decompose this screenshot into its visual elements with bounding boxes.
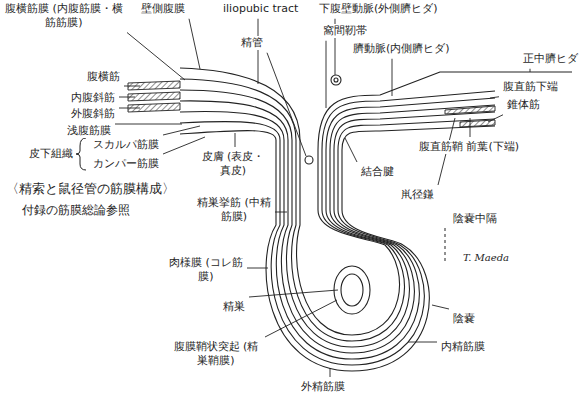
- part-label: 錐体筋: [506, 98, 541, 112]
- fascia-layer: [180, 126, 495, 371]
- fascia-layer: [180, 101, 495, 353]
- part-label: 腹直筋下端: [502, 80, 559, 94]
- leader-line: [267, 53, 306, 156]
- part-label: 外腹斜筋: [70, 107, 116, 121]
- leader-line: [345, 138, 357, 162]
- leader-line: [235, 133, 236, 147]
- part-label: 皮膚 (表皮・真皮): [196, 150, 270, 178]
- muscle-hatch: [445, 106, 495, 114]
- leader-line: [249, 290, 338, 297]
- fascia-layer: [180, 68, 572, 335]
- part-label: 腹横筋: [86, 70, 121, 84]
- leader-line: [189, 19, 200, 69]
- leader-line: [127, 33, 185, 81]
- leader-line: [258, 19, 259, 84]
- part-label: 陰嚢: [452, 312, 476, 326]
- fascia-layer: [180, 119, 495, 365]
- leader-line: [326, 41, 327, 108]
- vessel-symbol: [331, 75, 341, 85]
- part-label: 陰嚢中隔: [452, 212, 498, 226]
- part-label: 皮下組織: [28, 147, 74, 161]
- testis-outline: [341, 274, 363, 306]
- part-label: カンパー筋膜: [92, 157, 160, 171]
- part-label: 臍動脈(内側臍ヒダ): [352, 42, 451, 56]
- muscle-hatch: [128, 103, 180, 112]
- part-label: 腹膜鞘状突起 (精巣鞘膜): [170, 340, 262, 368]
- duct-symbol: [305, 156, 313, 164]
- tunica-outline: [334, 266, 370, 314]
- leader-line: [275, 212, 287, 213]
- bracket: [76, 138, 86, 170]
- part-label: 下腹壁動脈(外側臍ヒダ): [318, 2, 439, 16]
- part-label: iliopubic tract: [222, 2, 299, 16]
- leader-line: [490, 97, 499, 98]
- leader-line: [530, 69, 531, 72]
- signature: T. Maeda: [462, 252, 510, 265]
- leader-line: [330, 368, 331, 377]
- part-label: 外精筋膜: [300, 380, 346, 394]
- leader-line: [119, 97, 135, 98]
- leader-line: [488, 115, 503, 122]
- part-label: 浅腹筋膜: [66, 124, 112, 138]
- muscle-hatch: [128, 92, 180, 101]
- part-label: 結合腱: [360, 165, 395, 179]
- part-label: 肉様膜 (コレ筋膜): [168, 256, 244, 284]
- part-label: 内腹斜筋: [70, 91, 116, 105]
- leader-line: [470, 118, 471, 137]
- part-label: 内精筋膜: [440, 340, 486, 354]
- leader-line: [119, 108, 140, 109]
- part-label: 精巣: [222, 300, 246, 314]
- leader-line: [432, 305, 449, 309]
- leader-line: [124, 86, 140, 87]
- part-label: 鼡径鎌: [400, 188, 435, 202]
- leader-line: [163, 126, 200, 135]
- part-label: 正中臍ヒダ: [522, 52, 579, 66]
- leader-line: [408, 342, 437, 343]
- septum-line: [445, 228, 446, 262]
- leader-line: [247, 268, 268, 269]
- leader-line: [115, 124, 182, 125]
- part-label: 精巣挙筋 (中精筋膜): [196, 196, 272, 224]
- diagram-caption: 付録の筋膜総論参照: [22, 202, 130, 219]
- part-label: 腹横筋膜 (内腹筋膜・横筋筋膜): [4, 2, 124, 30]
- part-label: 壁側腹膜: [140, 2, 186, 16]
- part-label: 窩間靭帯: [322, 24, 368, 38]
- part-label: 腹直筋鞘 前葉(下端): [418, 140, 520, 154]
- leader-line: [265, 300, 337, 337]
- muscle-hatch: [128, 81, 180, 90]
- part-label: 精管: [240, 36, 264, 50]
- part-label: スカルパ筋膜: [92, 138, 160, 152]
- leader-group: [115, 19, 530, 377]
- vessel-symbol: [334, 78, 338, 82]
- leader-line: [392, 59, 393, 96]
- diagram-title: 〈精索と鼠径管の筋膜構成〉: [6, 180, 175, 198]
